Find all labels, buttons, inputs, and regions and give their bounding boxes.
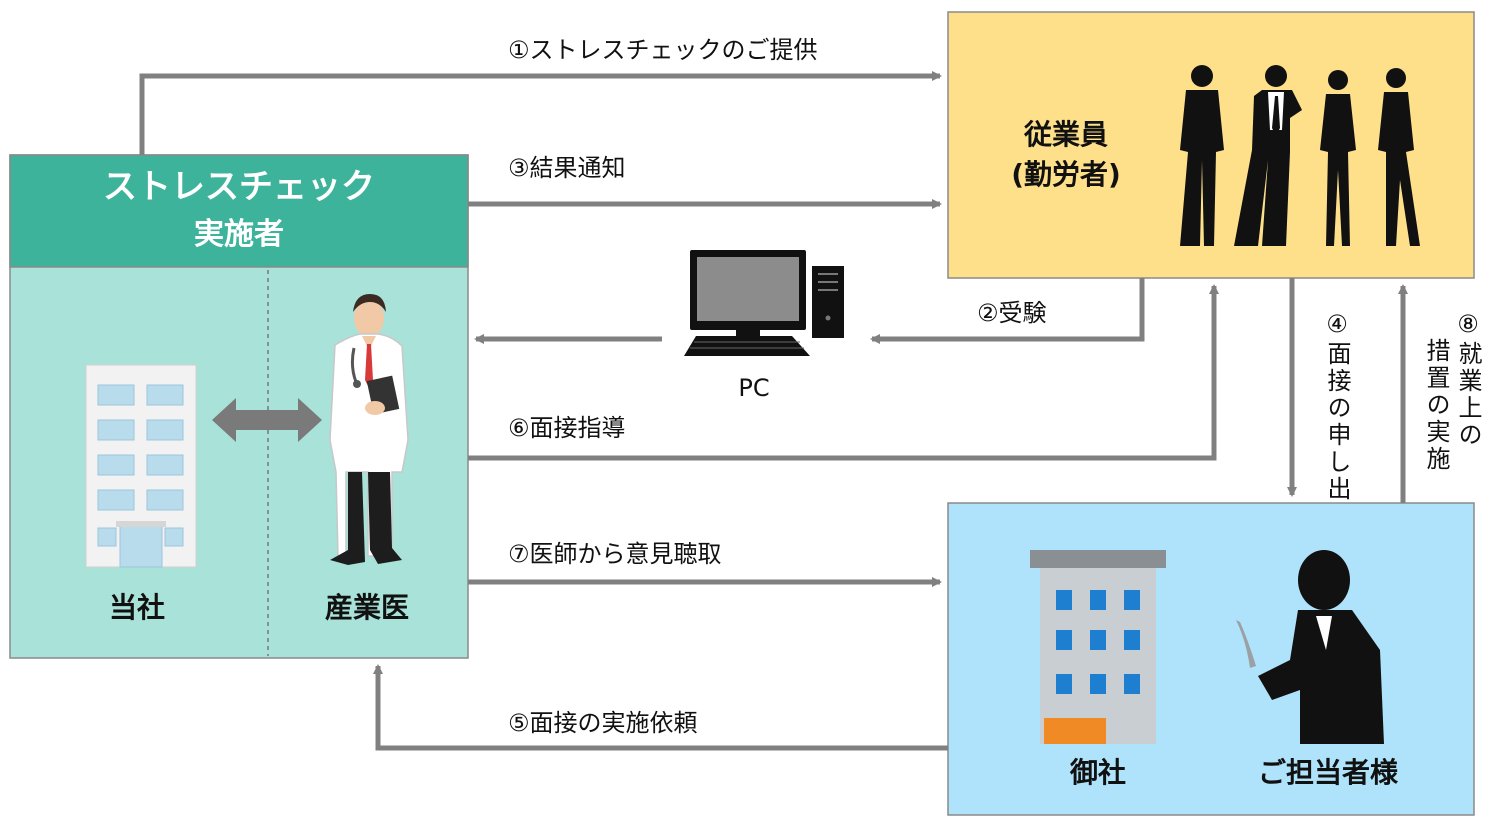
client-building-icon: [1030, 550, 1166, 744]
flow-label-8-line1: ⑧就業上の: [1454, 310, 1482, 449]
person-in-charge-label: ご担当者様: [1258, 756, 1399, 789]
flow-label-8-line2: 措置の実施: [1422, 338, 1450, 473]
flow-arrows: [139, 71, 1408, 751]
implementer-header: [9, 154, 469, 268]
arrow-1-provide: [139, 71, 942, 155]
flow-label-1: ①ストレスチェックのご提供: [508, 36, 818, 64]
flow-label-7: ⑦医師から意見聴取: [508, 540, 722, 568]
businesspeople-silhouette-icon: [1180, 65, 1420, 246]
flow-label-6: ⑥面接指導: [508, 414, 626, 442]
person-in-charge-silhouette-icon: [1236, 550, 1384, 744]
arrow-6-interview: [468, 284, 1219, 461]
flow-label-5: ⑤面接の実施依頼: [508, 709, 698, 737]
flow-label-4: ④面接の申し出: [1323, 310, 1351, 503]
implementer-box: ストレスチェック 実施者 当社: [9, 154, 469, 659]
pc-label: PC: [738, 374, 769, 402]
implementer-title-line1: ストレスチェック: [103, 167, 375, 207]
flow-label-2: ②受験: [977, 299, 1047, 327]
employees-box: 従業員 (勤労者): [947, 11, 1475, 279]
industrial-doctor-label: 産業医: [325, 591, 409, 624]
double-arrow-icon: [212, 398, 322, 442]
client-company-label: 御社: [1069, 756, 1126, 789]
pc-icon: [684, 250, 844, 356]
arrow-5-request-interview: [373, 664, 948, 751]
employees-label-line2: (勤労者): [1011, 158, 1121, 191]
employees-label-line1: 従業員: [1023, 118, 1108, 151]
flow-label-3: ③結果通知: [508, 154, 626, 182]
implementer-title-line2: 実施者: [194, 217, 284, 252]
arrow-2-exam-pc: [870, 278, 1145, 344]
office-building-icon: [85, 364, 197, 568]
doctor-icon: [329, 294, 409, 565]
client-box: 御社 ご担当者様: [947, 502, 1475, 816]
own-company-label: 当社: [109, 591, 165, 624]
